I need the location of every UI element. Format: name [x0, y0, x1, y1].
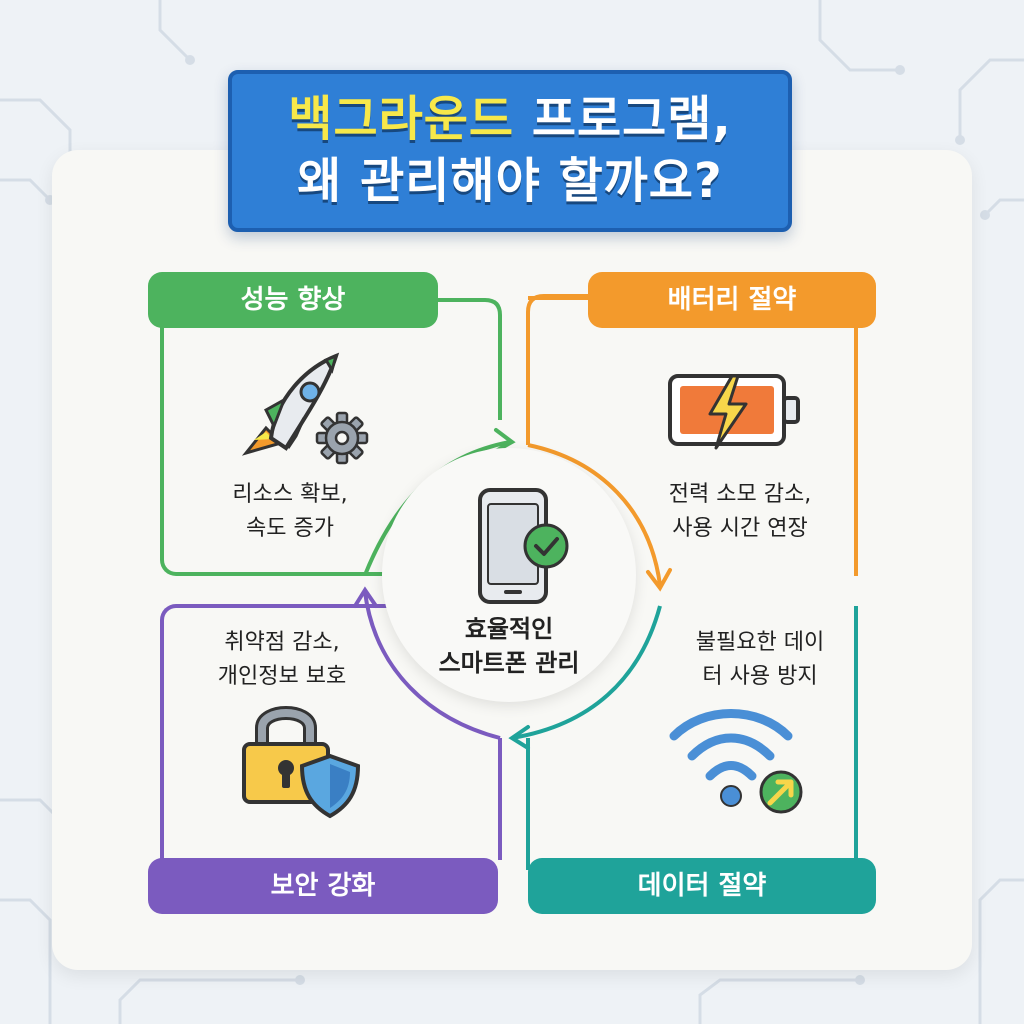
data-description: 불필요한 데이 터 사용 방지 — [695, 630, 825, 689]
connector-green — [438, 298, 502, 420]
lightning-icon — [708, 374, 748, 450]
security-description: 취약점 감소, 개인정보 보호 — [217, 630, 347, 689]
gear-icon — [315, 411, 369, 465]
arrow-up-icon — [759, 770, 803, 814]
title-highlight: 백그라운드 — [288, 91, 515, 147]
wifi-icon — [669, 709, 803, 814]
padlock-icon — [242, 706, 361, 819]
title-line-1-rest: 프로그램, — [514, 91, 732, 147]
battery-tab: 배터리 절약 — [588, 272, 876, 328]
cycle-arrow-teal — [511, 605, 662, 740]
smartphone-icon — [478, 488, 569, 604]
security-tab: 보안 강화 — [148, 858, 498, 914]
title-line-1: 백그라운드 프로그램, — [232, 88, 788, 150]
rocket-icon — [241, 352, 340, 456]
performance-description: 리소스 확보, 속도 증가 — [232, 482, 348, 541]
performance-tab: 성능 향상 — [148, 272, 438, 328]
center-label: 효율적인 스마트폰 관리 — [438, 615, 580, 677]
title-line-2: 왜 관리해야 할까요? — [297, 153, 723, 209]
title-banner: 백그라운드 프로그램, 왜 관리해야 할까요? — [228, 70, 792, 232]
connector-orange — [526, 294, 588, 445]
cycle-arrow-purple — [363, 591, 501, 740]
cycle-arrow-orange — [527, 443, 662, 586]
security-frame — [160, 604, 500, 874]
battery-icon — [668, 374, 800, 450]
data-tab: 데이터 절약 — [528, 858, 876, 914]
battery-description: 전력 소모 감소, 사용 시간 연장 — [668, 482, 812, 541]
check-icon — [523, 523, 569, 569]
performance-frame — [160, 306, 500, 576]
